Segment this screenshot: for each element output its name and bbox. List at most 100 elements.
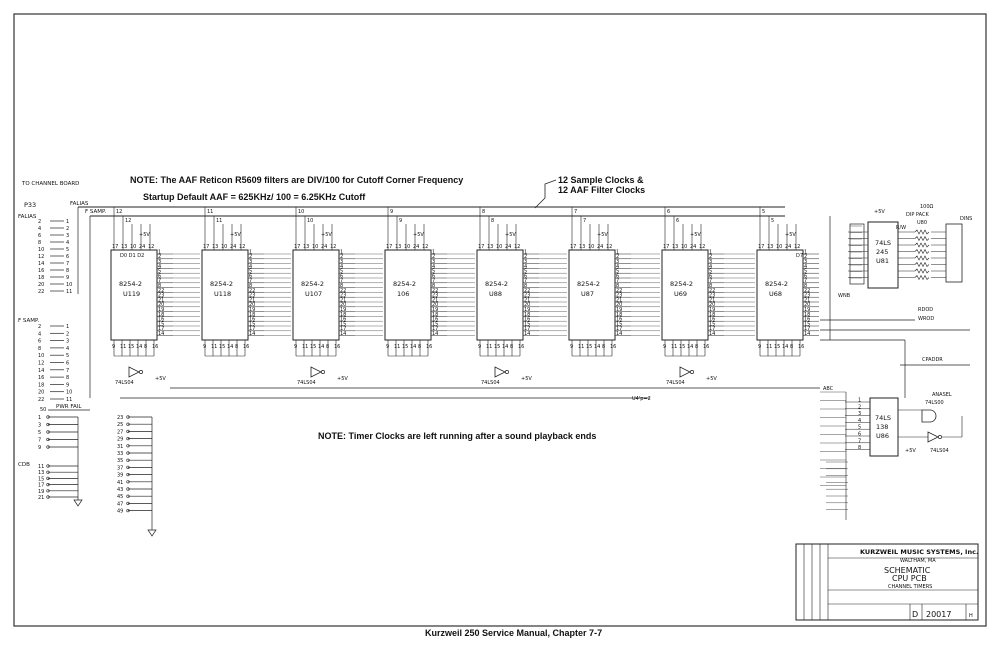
timer-bottom-pin-number: 11: [120, 344, 126, 350]
pin-terminal: [126, 509, 130, 513]
buffer-num: 245: [876, 248, 888, 256]
timer-chip-body: [292, 249, 340, 341]
pin-terminal: [126, 422, 130, 426]
timer-bottom-pin-number: 14: [502, 344, 508, 350]
timer-chip-body: [568, 249, 616, 341]
falias-label-left: FALIAS: [18, 214, 37, 220]
timer-data-pin-number: 4: [432, 264, 435, 270]
buffer-ref: U81: [876, 257, 889, 265]
fsamp-bit-number: 11: [66, 397, 72, 403]
fsamp-pin-number: 6: [38, 339, 41, 345]
pin-terminal: [46, 483, 50, 487]
timer-bottom-pin-number: 16: [518, 344, 524, 350]
timer-data-pin-number: 5: [249, 269, 252, 275]
timer-data-pin-number: 18: [158, 312, 164, 318]
timer-top-pin-number: 10: [776, 244, 782, 250]
timer-data-pin-number: 16: [616, 317, 622, 323]
timer-bottom-pin-number: 14: [687, 344, 693, 350]
pin-terminal: [126, 451, 130, 455]
rdod-label: RDOD: [918, 307, 933, 313]
gnd-pin-number: 37: [117, 465, 123, 471]
wnb-label: WNB: [838, 293, 851, 299]
falias-bit-number: 11: [66, 289, 72, 295]
timer-supply-label: +5V: [139, 232, 150, 238]
timer-top-pin-number: 17: [663, 244, 669, 250]
pin-terminal: [46, 430, 50, 434]
timer-data-pin-number: 5: [340, 269, 343, 275]
inverter-gate: [494, 366, 506, 378]
cdb-pin-number: 17: [38, 483, 44, 489]
falias-pin-number: 10: [38, 247, 44, 253]
fsamp-pin-number: 4: [38, 331, 41, 337]
timer-top-pin-number: 10: [588, 244, 594, 250]
gnd-pin-number: 27: [117, 429, 123, 435]
timer-data-pin-number: 2: [524, 254, 527, 260]
dip-ref: U80: [917, 220, 927, 226]
dip-label-1: 100Ω: [920, 204, 934, 210]
fsamp-bit-number: 1: [66, 324, 69, 330]
timer-data-pin-number: 14: [524, 331, 530, 337]
timer-data-pin-number: 17: [432, 326, 438, 332]
timer-data-pin-number: 7: [340, 278, 343, 284]
timer-bottom-pin-number: 8: [790, 344, 793, 350]
timer-data-pin-number: 16: [249, 317, 255, 323]
timer-top-pin-number: 13: [487, 244, 493, 250]
timer-bottom-pin-number: 15: [679, 344, 685, 350]
timer-chip-body: [110, 249, 158, 341]
timer-data-pin-number: 18: [432, 312, 438, 318]
timer-data-pin-number: 7: [709, 278, 712, 284]
timer-data-pin-number: 17: [709, 326, 715, 332]
timer-bottom-pin-number: 16: [426, 344, 432, 350]
fsamp-pin-number: 20: [38, 390, 44, 396]
timer-top-pin-number: 24: [230, 244, 236, 250]
timer-data-pin-number: 15: [340, 321, 346, 327]
timer-top-pin-number: 10: [221, 244, 227, 250]
gnd-pin-number: 31: [117, 444, 123, 450]
falias-bit-number: 7: [66, 261, 69, 267]
timer-data-pin-number: 19: [158, 307, 164, 313]
timer-data-pin-number: 23: [340, 293, 346, 299]
timer-supply-label: +5V: [597, 232, 608, 238]
timer-data-pin-number: 21: [432, 297, 438, 303]
timer-data-pin-number: 2: [432, 254, 435, 260]
inverter-supply-label: +5V: [337, 376, 348, 382]
pwr-fail-label: PWR FAIL: [56, 404, 82, 410]
timer-feed-number: 6: [676, 218, 679, 224]
timer-chip-ref: U69: [674, 290, 687, 298]
buffer-type: 74LS: [875, 239, 891, 247]
dins-label: DINS: [960, 216, 972, 222]
timer-data-pin-number: 3: [709, 259, 712, 265]
timer-chip-type: 8254-2: [119, 280, 142, 288]
timer-bottom-pin-number: 14: [410, 344, 416, 350]
timer-data-pin-number: 4: [804, 264, 807, 270]
timer-data-pin-number: 21: [340, 297, 346, 303]
falias-pin-number: 12: [38, 254, 44, 260]
timer-data-pin-number: 1: [249, 249, 252, 255]
timer-data-pin-number: 4: [709, 264, 712, 270]
title-block-frame: [795, 543, 979, 621]
buffer-supply: +5V: [874, 209, 885, 215]
wrod-label: WROD: [918, 316, 934, 322]
timer-top-pin-number: 12: [330, 244, 336, 250]
timer-bottom-pin-number: 9: [203, 344, 206, 350]
falias-pin-number: 22: [38, 289, 44, 295]
inverter-label: 74LS04: [115, 380, 134, 386]
pin-terminal: [46, 470, 50, 474]
bus-lines: [77, 206, 970, 399]
timer-data-pin-number: 2: [249, 254, 252, 260]
to-channel-board-label: TO CHANNEL BOARD: [21, 181, 79, 187]
timer-chip-body: [661, 249, 709, 341]
inverter-label: 74LS04: [481, 380, 500, 386]
timer-bottom-pin-number: 14: [318, 344, 324, 350]
timer-supply-label: +5V: [321, 232, 332, 238]
falias-bit-number: 4: [66, 240, 69, 246]
falias-bit-number: 10: [66, 282, 72, 288]
inverter-supply-label: +5V: [155, 376, 166, 382]
fsamp-bit-number: 5: [66, 353, 69, 359]
falias-pin-number: 2: [38, 219, 41, 225]
timer-data-pin-number: 2: [340, 254, 343, 260]
timer-feed-number: 5: [762, 209, 765, 215]
fsamp-pin-number: 22: [38, 397, 44, 403]
